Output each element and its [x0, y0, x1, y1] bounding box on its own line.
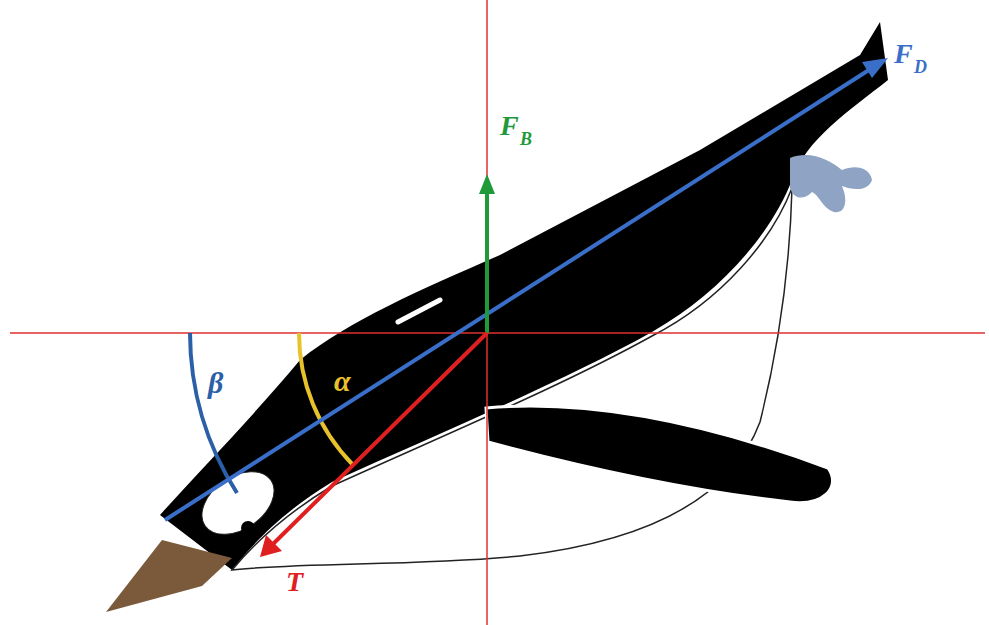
- alpha-arc: [299, 333, 353, 465]
- force-symbol: T: [286, 568, 303, 596]
- drag-vector: [165, 68, 872, 520]
- force-subscript: D: [914, 58, 927, 76]
- angle-symbol: α: [334, 366, 351, 396]
- penguin-body: [160, 22, 888, 570]
- force-symbol: F: [500, 112, 519, 140]
- thrust-arrowhead: [260, 535, 282, 557]
- force-subscript: B: [520, 130, 532, 148]
- penguin-mark: [398, 300, 440, 322]
- force-symbol: F: [894, 40, 913, 68]
- vertical-axis: [486, 0, 488, 625]
- angle-symbol: β: [208, 368, 223, 398]
- penguin-beak: [106, 540, 232, 612]
- penguin-flipper: [486, 406, 833, 502]
- thrust-vector: [272, 333, 487, 545]
- buoyancy-vector: [485, 192, 489, 333]
- penguin-belly: [232, 188, 792, 570]
- drag-arrowhead: [862, 58, 888, 78]
- buoyancy-arrowhead: [479, 174, 495, 194]
- penguin-feet: [790, 155, 872, 212]
- penguin-eye: [241, 521, 255, 535]
- horizontal-axis: [10, 332, 985, 334]
- beta-arc: [190, 333, 237, 493]
